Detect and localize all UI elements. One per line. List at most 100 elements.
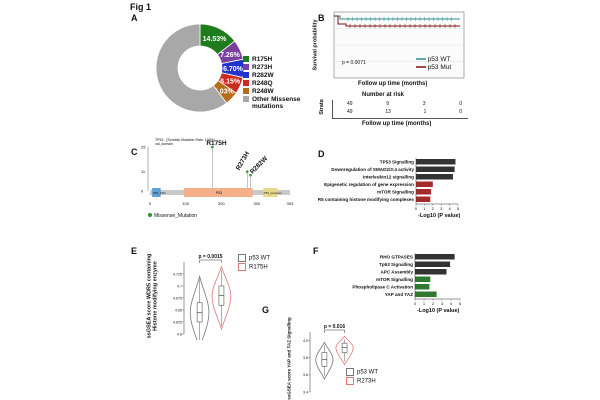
panel-d-letter: D xyxy=(318,149,325,159)
bar-x-tick-label: 1 xyxy=(423,206,426,211)
bar-1 xyxy=(415,254,455,260)
risk-cell: 13 xyxy=(385,109,391,115)
e-legend-wt-swatch xyxy=(238,254,246,262)
pie-legend-item: Other Missense mutations xyxy=(243,96,314,110)
g-legend-wt: p53 WT xyxy=(357,369,379,376)
bar-4 xyxy=(415,276,431,282)
violin-shape-2 xyxy=(335,335,354,366)
bar-2 xyxy=(416,166,455,172)
lollipop-point xyxy=(211,145,214,149)
lollipop-point xyxy=(249,173,252,177)
lollipop-domain-tad xyxy=(152,188,161,197)
lollipop-x-tick-label: 300 xyxy=(254,201,261,206)
risk-cell: 0 xyxy=(459,109,462,115)
pie-legend-label: R273H xyxy=(252,64,273,71)
lollipop-point xyxy=(245,170,249,173)
bar-x-tick-label: 5 xyxy=(457,206,460,211)
pie-legend-swatch xyxy=(243,56,249,63)
donut-slice-6 xyxy=(155,23,228,113)
bar-x-tick-label: 5 xyxy=(459,301,462,306)
lollipop-header-line1: TP53 - [Somatic Mutation Rate: 100%] xyxy=(155,138,215,142)
panel-e-letter: E xyxy=(131,246,138,256)
figure-title: Fig 1 xyxy=(130,2,152,12)
lollipop-domain-p53 xyxy=(183,188,253,197)
violin-y-tick-label: 4.0 xyxy=(303,339,308,343)
panel-b-legend: p53 WT p53 Mut xyxy=(416,56,451,72)
panel-a-donut-chart: 14.53%7.26%6.70%6.15%5.03% xyxy=(155,23,245,113)
lollipop-header-line2: val_domain xyxy=(155,142,173,146)
pie-legend-item: R248Q xyxy=(243,80,314,88)
bar-category-label: Tp53 Signalling xyxy=(379,262,413,267)
pie-legend-swatch xyxy=(243,80,249,87)
pie-legend-label: R175H xyxy=(252,56,273,63)
bar-4 xyxy=(416,181,433,187)
bar-x-tick-label: 2 xyxy=(432,301,435,306)
risk-cell: 49 xyxy=(347,101,353,107)
panel-b-xlabel: Follow up time (months) xyxy=(358,81,428,87)
bar-category-label: WDR5 containing histone modifying comple… xyxy=(318,197,414,202)
violin-box-2 xyxy=(341,342,348,353)
bar-x-tick-label: 4 xyxy=(450,301,453,306)
violin-y-tick-label: 3.6 xyxy=(303,373,308,377)
lollipop-label-r175h: R175H xyxy=(206,140,227,147)
bar-x-axis-title: -Log10 (P value) xyxy=(417,308,460,314)
pie-legend-item: R273H xyxy=(243,64,314,72)
panel-c-legend: Missense_Mutation xyxy=(148,213,197,219)
bar-1 xyxy=(416,159,456,165)
lollipop-x-tick-label: 100 xyxy=(182,201,189,206)
lollipop-label-r273h: R273H xyxy=(235,150,251,171)
bar-category-label: Interleukin12 signalling xyxy=(363,174,414,179)
panel-e-ylabel-line2: Histone modifying enzyme xyxy=(152,261,159,331)
g-legend-mut-swatch xyxy=(346,376,354,385)
g-legend-mut: R273H xyxy=(357,378,376,385)
violin-y-tick-label: 3.8 xyxy=(303,356,308,360)
panel-g-legend: p53 WT R273H xyxy=(346,368,378,385)
bar-x-tick-label: 3 xyxy=(441,301,444,306)
panel-a-letter: A xyxy=(131,13,138,23)
bar-5 xyxy=(416,189,432,195)
violin-y-tick-label: 4.65 xyxy=(175,308,182,312)
bar-2 xyxy=(415,261,451,267)
lollipop-x-tick-label: 0 xyxy=(149,201,152,206)
lollipop-domain-p53-label: P53 xyxy=(216,191,222,195)
violin-shape-1 xyxy=(189,274,210,340)
panel-f-letter: F xyxy=(313,246,319,256)
bar-category-label: Epigenetic regulation of gene expression xyxy=(324,182,414,187)
bar-category-label: mTOR Signalling xyxy=(377,189,414,194)
pie-legend-swatch xyxy=(243,88,249,95)
violin-shape-2 xyxy=(211,265,232,331)
bar-category-label: YAP and TAZ xyxy=(385,292,413,297)
panel-c-letter: C xyxy=(131,147,138,157)
bar-3 xyxy=(416,174,453,180)
pie-legend-swatch xyxy=(243,96,249,103)
pie-legend-label: Other Missense mutations xyxy=(252,96,301,110)
bar-category-label: Downregulation of SMAD2/3:4 activity xyxy=(331,167,414,172)
donut-slice-label-4: 6.15% xyxy=(220,79,241,86)
bar-x-tick-label: 4 xyxy=(448,206,451,211)
violin-shape-1 xyxy=(315,341,334,381)
violin-y-tick-label: 4.6 xyxy=(177,332,182,336)
lollipop-x-tick-label: 393 xyxy=(287,201,294,206)
violin-pvalue: p = 0.016 xyxy=(324,324,345,330)
panel-c-legend-label: Missense_Mutation xyxy=(154,213,198,219)
bar-category-label: Phospholipase C Activation xyxy=(352,284,413,289)
km-legend-mut: p53 Mut xyxy=(427,64,452,71)
donut-slice-label-1: 14.53% xyxy=(203,36,228,43)
panel-e-legend: p53 WT R175H xyxy=(238,254,270,271)
risk-ylabel: Strata xyxy=(318,99,325,115)
pie-legend-item: R175H xyxy=(243,56,314,64)
risk-cell: 3 xyxy=(422,101,426,107)
violin-y-tick-label: 4.7 xyxy=(177,284,182,288)
violin-y-tick-label: 4.675 xyxy=(173,296,182,300)
donut-slice-label-2: 7.26% xyxy=(220,52,241,59)
bar-6 xyxy=(416,196,431,202)
bar-category-label: mTOR Signalling xyxy=(376,277,413,282)
pie-legend-swatch xyxy=(243,64,249,71)
violin-y-tick-label: 4.625 xyxy=(173,320,182,324)
